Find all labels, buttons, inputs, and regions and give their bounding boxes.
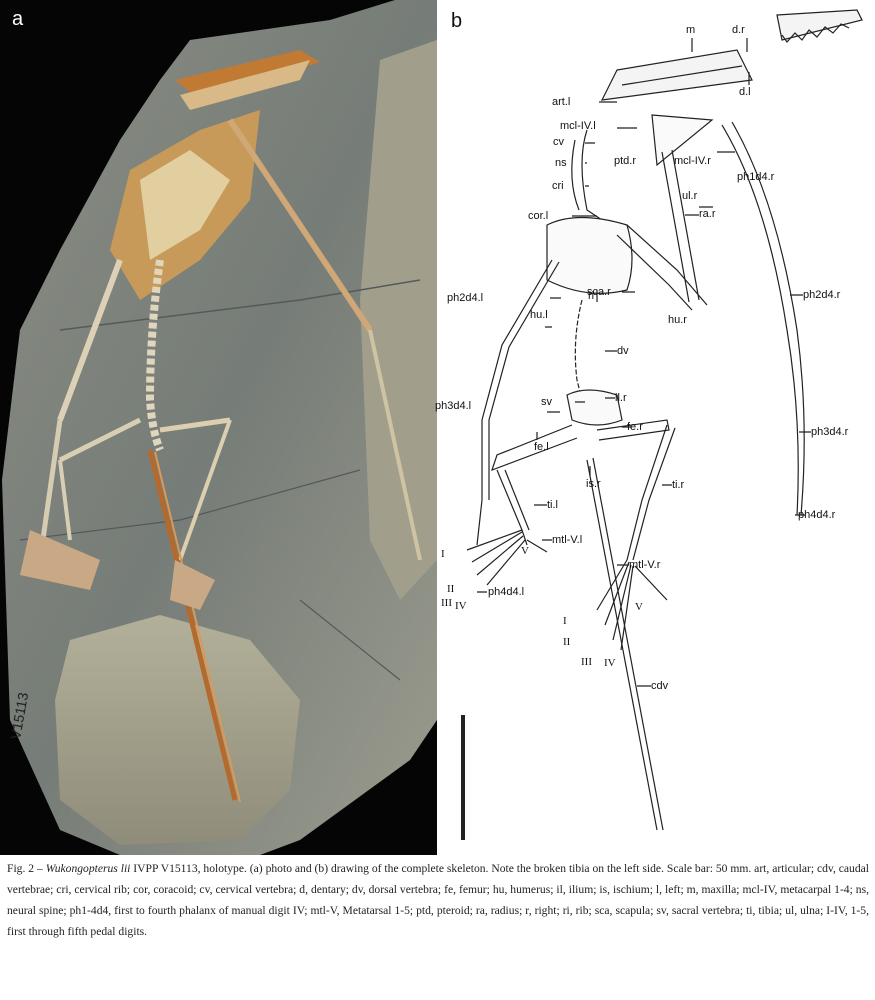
label-ph4d4-r: ph4d4.r xyxy=(798,509,836,521)
label-ph1d4-r: ph1d4.r xyxy=(737,171,775,183)
label-sv: sv xyxy=(541,396,552,408)
label-mtl-v-r: mtl-V.r xyxy=(629,559,661,571)
fossil-vertebral-column xyxy=(145,259,164,452)
caption-text: IVPP V15113, holotype. (a) photo and (b)… xyxy=(7,862,869,938)
label-cor-l: cor.l xyxy=(528,210,549,222)
label-il-r: il.r xyxy=(615,392,627,404)
label-ptd-r: ptd.r xyxy=(614,155,637,167)
digit-label-left-ii: II xyxy=(447,583,455,595)
label-sca-r: sca.r xyxy=(587,286,611,298)
label-cri: cri xyxy=(552,180,564,192)
drawing-skull-inset xyxy=(776,9,863,41)
label-ph4d4-l: ph4d4.l xyxy=(488,586,525,598)
label-ns: ns xyxy=(555,157,567,169)
fossil-tail xyxy=(147,449,238,801)
label-ri: ri xyxy=(588,290,595,302)
digit-label-right-iv: IV xyxy=(604,657,616,669)
digit-label-left-v: V xyxy=(521,545,529,557)
digit-label-left-iv: IV xyxy=(455,600,467,612)
label-hu-r: hu.r xyxy=(668,314,687,326)
skeleton-drawing: b m d.r d.l art.l mcl-IV.l cv ptd.r mcl-… xyxy=(435,0,875,855)
label-mcl-iv-r: mcl-IV.r xyxy=(674,155,711,167)
label-ph2d4-l: ph2d4.l xyxy=(447,292,484,304)
panel-letter-b: b xyxy=(451,10,463,32)
figure: V15113 a xyxy=(0,0,875,855)
label-ti-r: ti.r xyxy=(672,479,685,491)
label-ra-r: ra.r xyxy=(699,208,716,220)
fossil-wing-bone-left xyxy=(57,258,123,422)
panel-letter-a: a xyxy=(12,8,24,30)
fossil-slab-illustration: V15113 xyxy=(2,0,437,855)
label-mtl-v-l: mtl-V.l xyxy=(552,534,583,546)
skeleton-line-art xyxy=(461,9,863,840)
label-cv: cv xyxy=(553,136,564,148)
fossil-femur-left xyxy=(58,417,142,463)
label-cdv: cdv xyxy=(651,680,669,692)
label-ul-r: ul.r xyxy=(682,190,698,202)
label-fe-r: fe.r xyxy=(627,421,643,433)
label-m: m xyxy=(686,24,696,36)
label-is-r: is.r xyxy=(586,478,601,490)
label-fe-l: fe.l xyxy=(534,441,549,453)
label-hu-l: hu.l xyxy=(530,309,548,321)
label-ph3d4-r: ph3d4.r xyxy=(811,426,849,438)
digit-label-right-ii: II xyxy=(563,636,571,648)
label-ph3d4-l: ph3d4.l xyxy=(435,400,472,412)
figure-caption: Fig. 2 – Wukongopterus lii IVPP V15113, … xyxy=(7,858,869,942)
label-art-l: art.l xyxy=(552,96,571,108)
fossil-photo: V15113 a xyxy=(0,0,437,855)
digit-label-right-iii: III xyxy=(581,656,592,668)
fossil-wing-bone-right xyxy=(227,118,373,332)
drawing-skull xyxy=(600,49,753,101)
label-mcl-iv-l: mcl-IV.l xyxy=(560,120,596,132)
caption-species: Wukongopterus lii xyxy=(45,862,131,875)
right-slab-strip xyxy=(360,40,437,600)
lower-slab-fragment xyxy=(55,615,300,845)
digit-label-right-v: V xyxy=(635,601,643,613)
digit-label-left-iii: III xyxy=(441,597,452,609)
label-dv: dv xyxy=(617,345,629,357)
fossil-foot-left xyxy=(20,530,100,590)
digit-label-right-i: I xyxy=(563,615,567,627)
caption-fig-label: Fig. 2 – xyxy=(7,862,46,875)
label-d-l: d.l xyxy=(739,86,751,98)
label-ph2d4-r: ph2d4.r xyxy=(803,289,841,301)
label-ti-l: ti.l xyxy=(547,499,558,511)
digit-label-left-i: I xyxy=(441,548,445,560)
label-d-r: d.r xyxy=(732,24,745,36)
